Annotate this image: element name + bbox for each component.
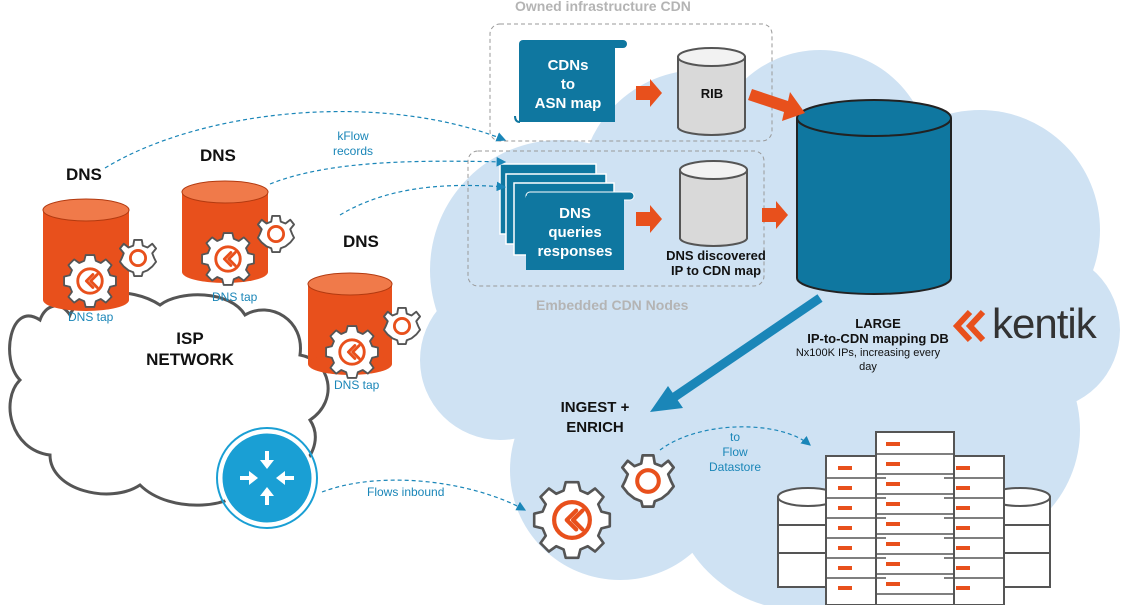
to-datastore-line: [659, 426, 811, 451]
rib-label: RIB: [700, 86, 724, 101]
dns-discovered-label: DNS discovered IP to CDN map: [666, 248, 766, 278]
isp-network-label: ISP NETWORK: [146, 329, 234, 369]
router-icon: [216, 427, 318, 529]
rib-database-icon: [677, 47, 746, 136]
to-flow-datastore-label: to Flow Datastore: [708, 430, 762, 474]
embedded-cdn-box: [467, 150, 765, 287]
large-mapping-database-icon: [796, 99, 952, 295]
kentik-logo: kentik: [992, 300, 1097, 347]
dns-tap-label-3: DNS tap: [334, 378, 380, 392]
flows-inbound-label: Flows inbound: [367, 485, 445, 499]
ingest-enrich-label: INGEST + ENRICH: [560, 399, 630, 436]
dns-label-2: DNS: [200, 146, 236, 165]
cdn-asn-map-document-icon: [514, 40, 627, 123]
gear-icon: [200, 231, 256, 287]
dns3-flow-line: [339, 181, 507, 216]
dns2-flow-line: [269, 157, 507, 185]
flows-inbound-line: [321, 479, 527, 511]
cdn-asn-map-label: CDNs to ASN map: [534, 57, 602, 112]
dns-tap-label-2: DNS tap: [212, 290, 258, 304]
orange-arrows: [636, 79, 805, 233]
embedded-cdn-label: Embedded CDN Nodes: [536, 297, 689, 313]
dns-tap-label-1: DNS tap: [68, 310, 114, 324]
large-db-title: LARGE IP-to-CDN mapping DB: [807, 316, 949, 346]
dns1-flow-line: [104, 110, 507, 169]
dns-label-1: DNS: [66, 165, 102, 184]
gear-icon: [534, 482, 610, 558]
server-rack-icon: [777, 431, 1051, 605]
dns-document-stack-icon: [499, 163, 635, 270]
dns-label-3: DNS: [343, 232, 379, 251]
large-db-subtitle: Nx100K IPs, increasing every day: [795, 347, 941, 373]
dns-discovered-database-icon: [679, 160, 748, 247]
owned-cdn-box: [489, 23, 773, 142]
kflow-records-label: kFlow records: [332, 129, 373, 158]
dns-queries-label: DNS queries responses: [537, 205, 613, 260]
gear-icon: [62, 253, 118, 309]
owned-cdn-label: Owned infrastructure CDN: [515, 0, 691, 14]
kentik-chevron-icon: [952, 309, 986, 343]
db-to-ingest-arrow: [650, 294, 823, 412]
gear-icon: [324, 324, 380, 380]
